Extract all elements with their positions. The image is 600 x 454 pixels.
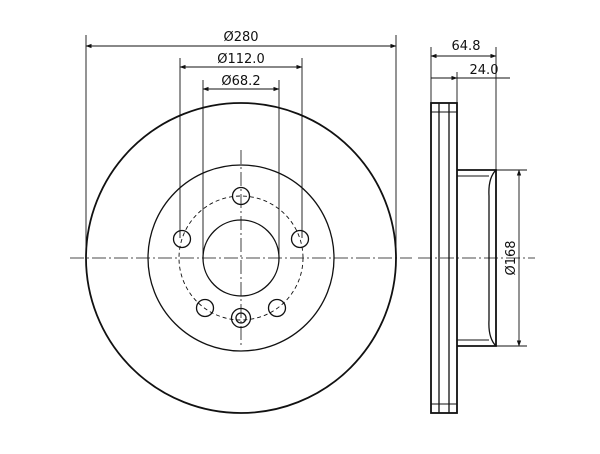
side-view: 64.8 24.0 Ø168 xyxy=(418,39,535,414)
bolt-hole xyxy=(290,229,310,249)
front-view: Ø280 Ø112.0 Ø68.2 xyxy=(70,30,412,414)
bolt-circle-label: Ø112.0 xyxy=(217,52,264,67)
locating-screw-hole xyxy=(230,307,252,329)
friction-ring-section xyxy=(430,102,458,414)
bolt-hole xyxy=(231,186,251,206)
bolt-pitch-circle xyxy=(178,195,304,321)
total-height-label: 64.8 xyxy=(452,39,481,54)
hat-diameter-label: Ø168 xyxy=(504,240,519,275)
locating-screw-inner xyxy=(235,312,247,324)
hat-circle xyxy=(147,164,335,352)
bolt-hole xyxy=(267,298,287,318)
center-bore-label: Ø68.2 xyxy=(221,74,260,89)
hat-inner-profile xyxy=(488,169,497,347)
outer-disc-circle xyxy=(85,102,397,414)
disc-thickness-label: 24.0 xyxy=(470,63,499,78)
disc-diameter-label: Ø280 xyxy=(223,30,258,45)
bolt-hole xyxy=(195,298,215,318)
center-bore-circle xyxy=(202,219,280,297)
bolt-hole xyxy=(172,229,192,249)
hat-section xyxy=(457,169,497,347)
